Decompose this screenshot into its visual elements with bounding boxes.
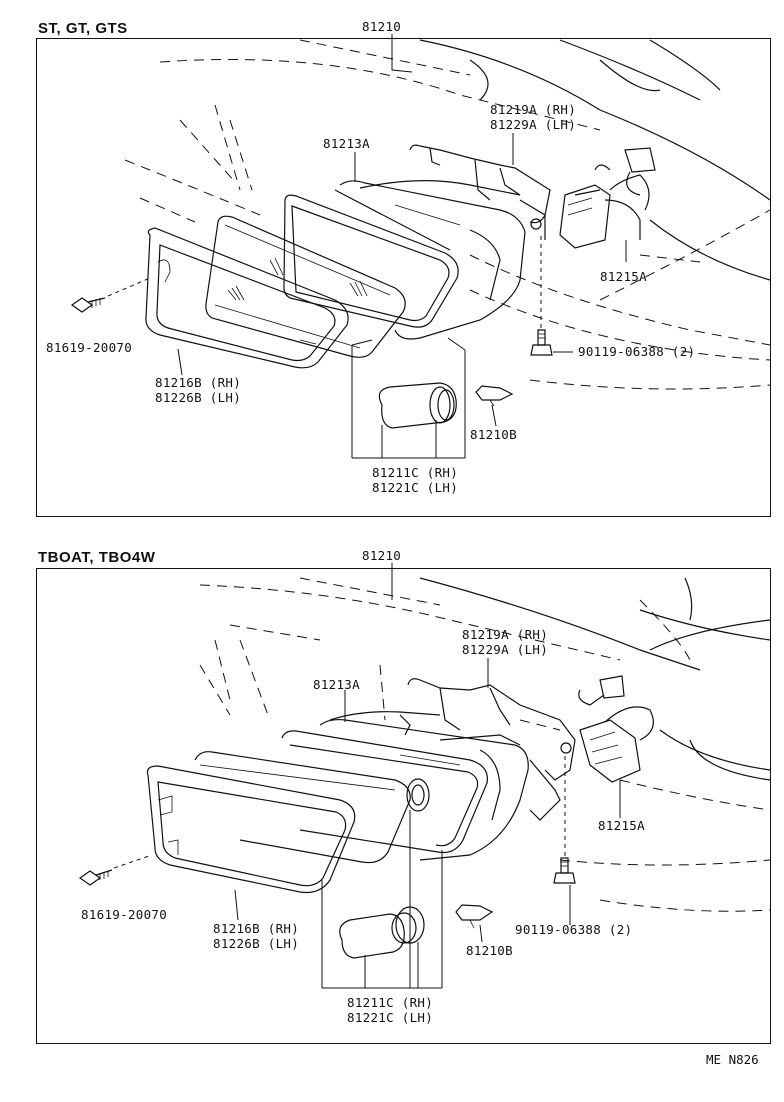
top-label-81219a-rh: 81219A (RH): [490, 102, 577, 117]
diagram-reference-code: ME N826: [706, 1052, 759, 1067]
top-section-title: ST, GT, GTS: [38, 20, 128, 37]
bottom-label-81210b: 81210B: [466, 943, 513, 958]
bottom-label-81210: 81210: [362, 548, 402, 563]
top-label-81221c-lh: 81221C (LH): [372, 480, 459, 495]
bottom-label-81619-20070: 81619-20070: [81, 907, 168, 922]
bottom-label-81216b-rh: 81216B (RH): [213, 921, 300, 936]
bottom-diagram-frame: [36, 568, 771, 1044]
top-label-81213a: 81213A: [323, 136, 370, 151]
top-label-81210b: 81210B: [470, 427, 517, 442]
top-label-81229a-lh: 81229A (LH): [490, 117, 577, 132]
bottom-label-90119-06388: 90119-06388 (2): [515, 922, 633, 937]
bottom-label-81221c-lh: 81221C (LH): [347, 1010, 434, 1025]
bottom-label-81226b-lh: 81226B (LH): [213, 936, 300, 951]
bottom-section-title: TBOAT, TBO4W: [38, 549, 156, 566]
bottom-label-81229a-lh: 81229A (LH): [462, 642, 549, 657]
top-label-81226b-lh: 81226B (LH): [155, 390, 242, 405]
bottom-label-81215a: 81215A: [598, 818, 645, 833]
bottom-label-81213a: 81213A: [313, 677, 360, 692]
top-label-90119-06388: 90119-06388 (2): [578, 344, 696, 359]
top-label-81215a: 81215A: [600, 269, 647, 284]
bottom-label-81211c-rh: 81211C (RH): [347, 995, 434, 1010]
top-label-81619-20070: 81619-20070: [46, 340, 133, 355]
bottom-label-81219a-rh: 81219A (RH): [462, 627, 549, 642]
top-diagram-frame: [36, 38, 771, 517]
top-label-81211c-rh: 81211C (RH): [372, 465, 459, 480]
top-label-81216b-rh: 81216B (RH): [155, 375, 242, 390]
top-label-81210: 81210: [362, 19, 402, 34]
